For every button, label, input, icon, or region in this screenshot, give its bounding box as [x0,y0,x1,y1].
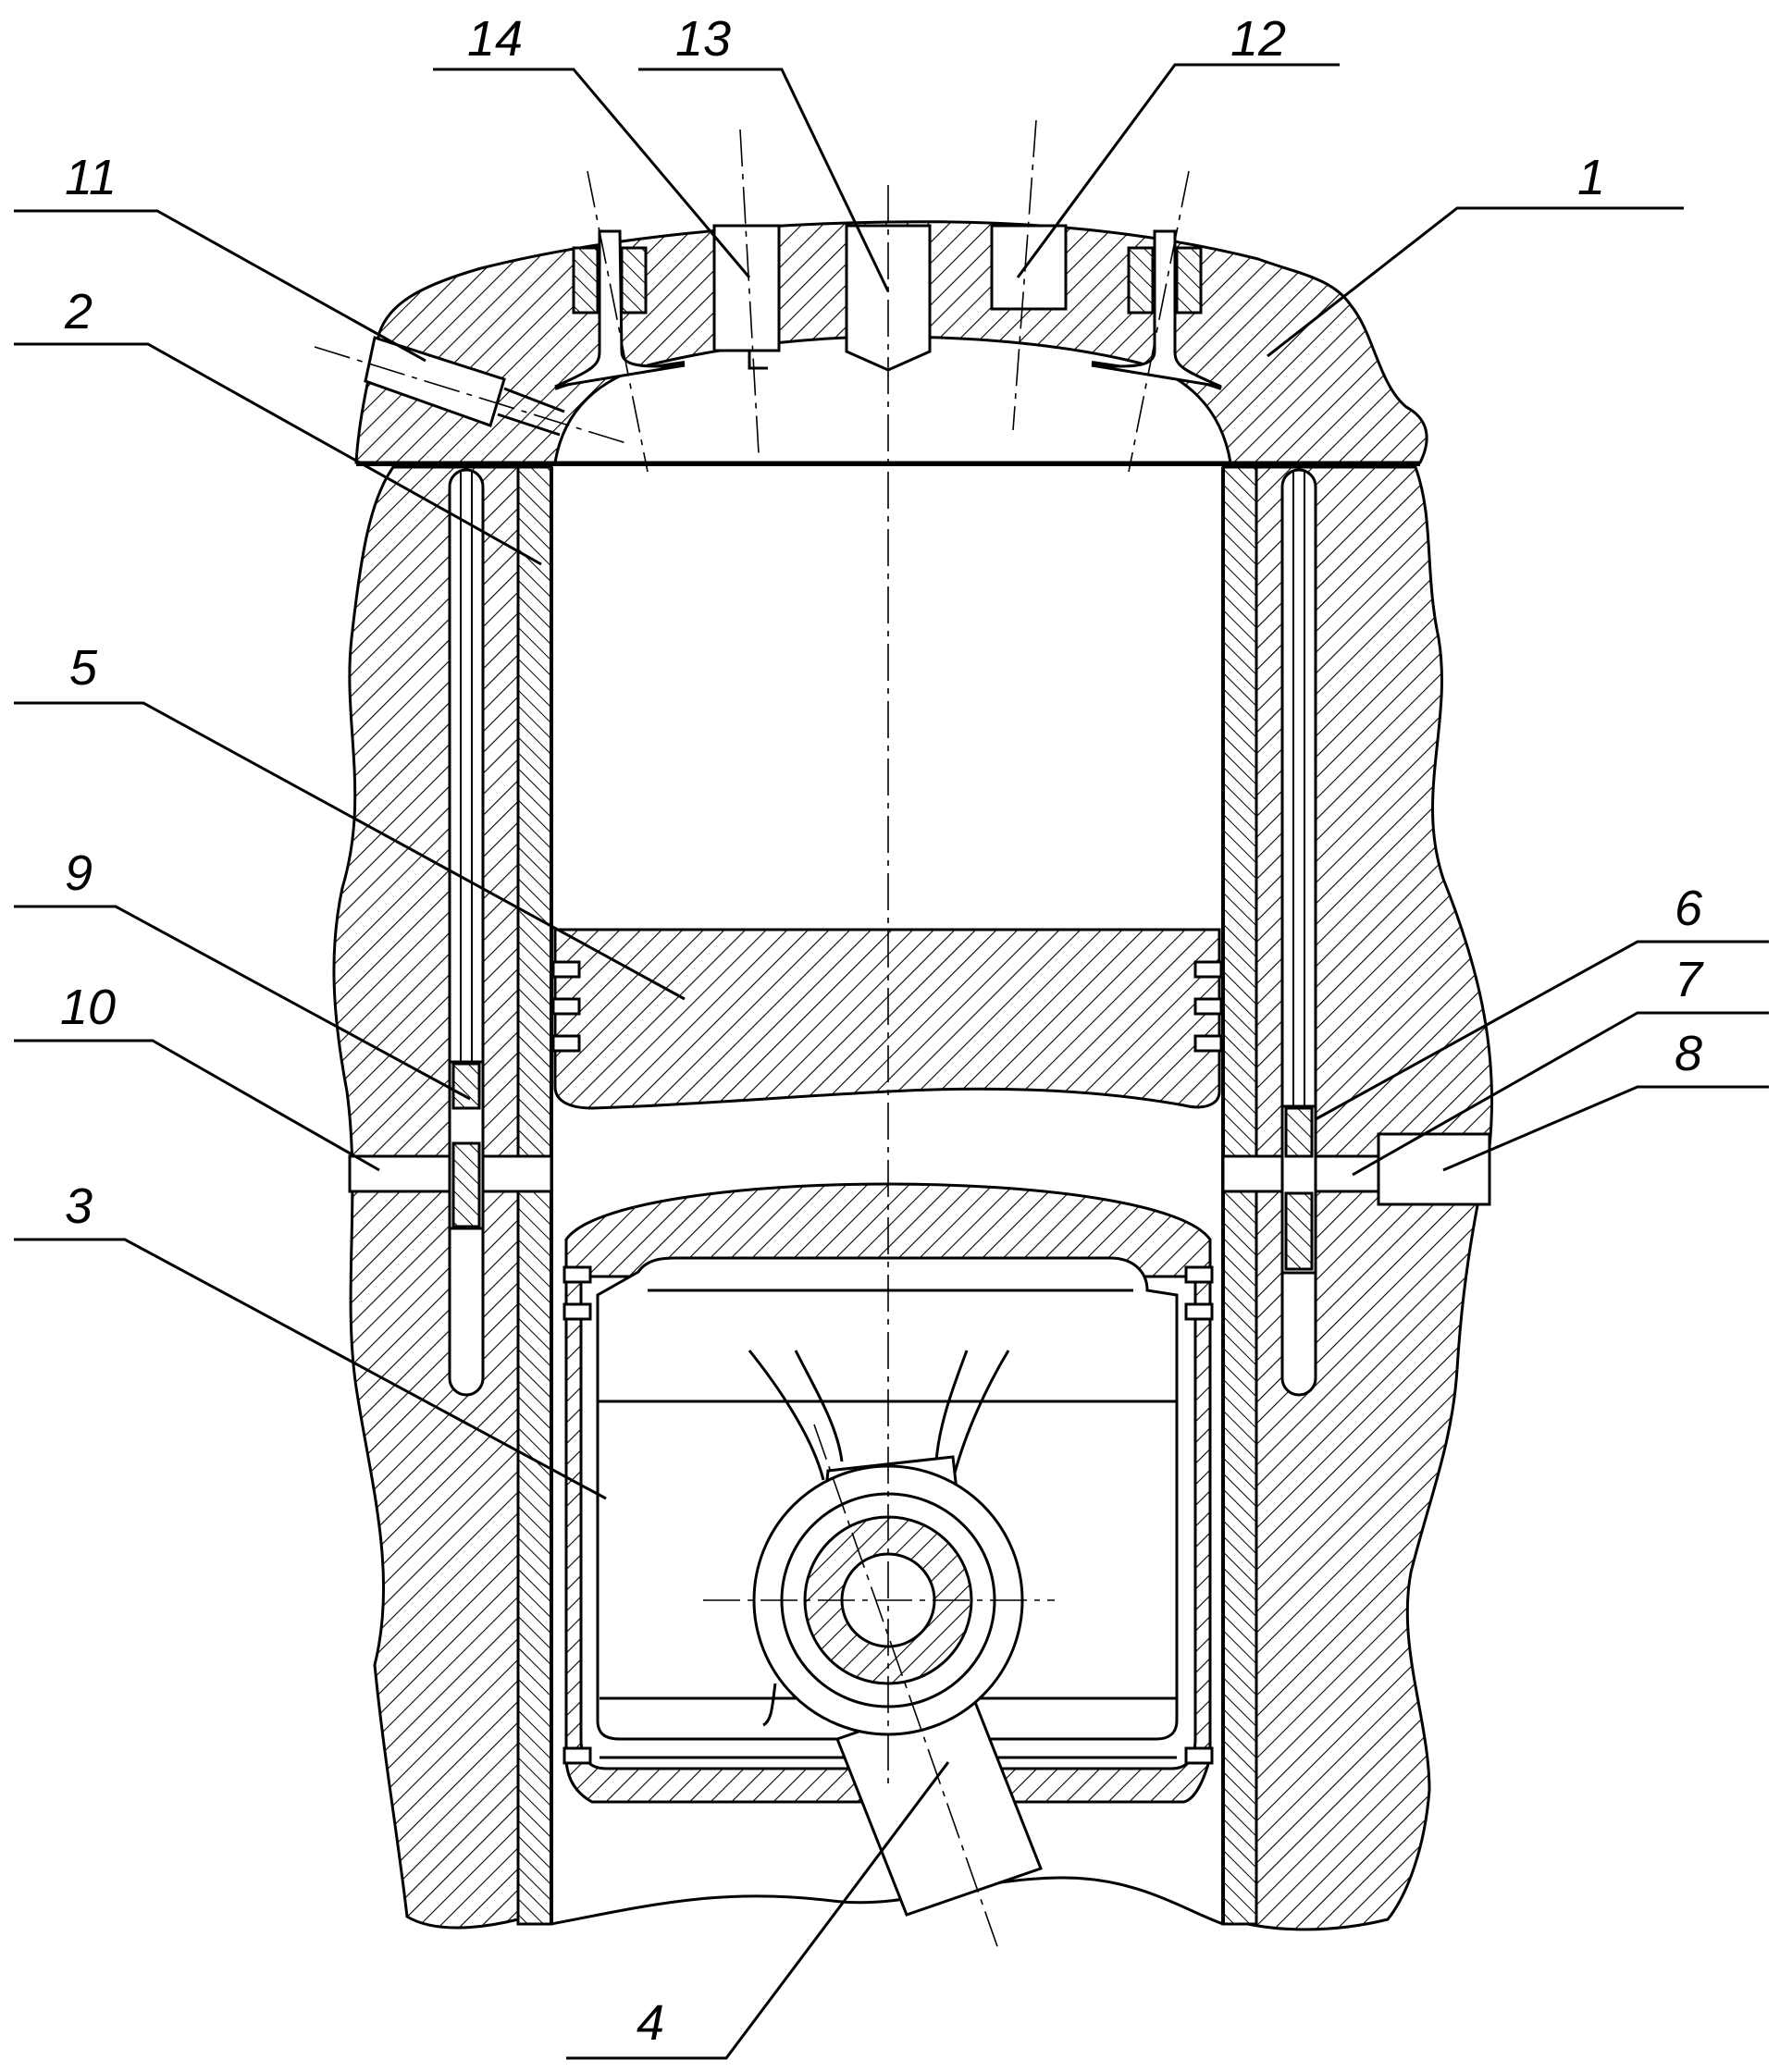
cylinder-head [354,220,1428,466]
callout-3: 3 [65,1178,93,1234]
actuator-block [1377,1132,1491,1206]
callout-1: 1 [1577,150,1605,205]
center-lines [314,119,1190,1953]
cylinder-liner [516,465,1258,1926]
callout-9: 9 [65,845,93,901]
callout-13: 13 [675,11,731,67]
callout-11: 11 [65,150,117,205]
locking-plungers [448,1060,1317,1275]
cylinder-block-left [332,465,520,1930]
callout-2: 2 [64,284,93,339]
callout-12: 12 [1230,11,1286,67]
callout-8: 8 [1675,1026,1702,1081]
callout-7: 7 [1675,952,1704,1007]
leader-lines [14,63,1769,2060]
callout-14: 14 [467,11,523,67]
upper-piston-ring-grooves-left [551,960,581,1053]
upper-piston [551,928,1223,1110]
callout-5: 5 [69,640,98,696]
lower-piston-ring-grooves-right [1184,1265,1214,1765]
upper-piston-ring-grooves-right [1193,960,1223,1053]
callout-4: 4 [637,1995,664,2051]
callout-labels: 1 2 3 4 5 6 7 8 9 10 11 12 13 14 [60,11,1704,2051]
callout-6: 6 [1675,881,1703,936]
lower-piston-ring-grooves-left [562,1265,592,1765]
callout-10: 10 [60,980,116,1035]
